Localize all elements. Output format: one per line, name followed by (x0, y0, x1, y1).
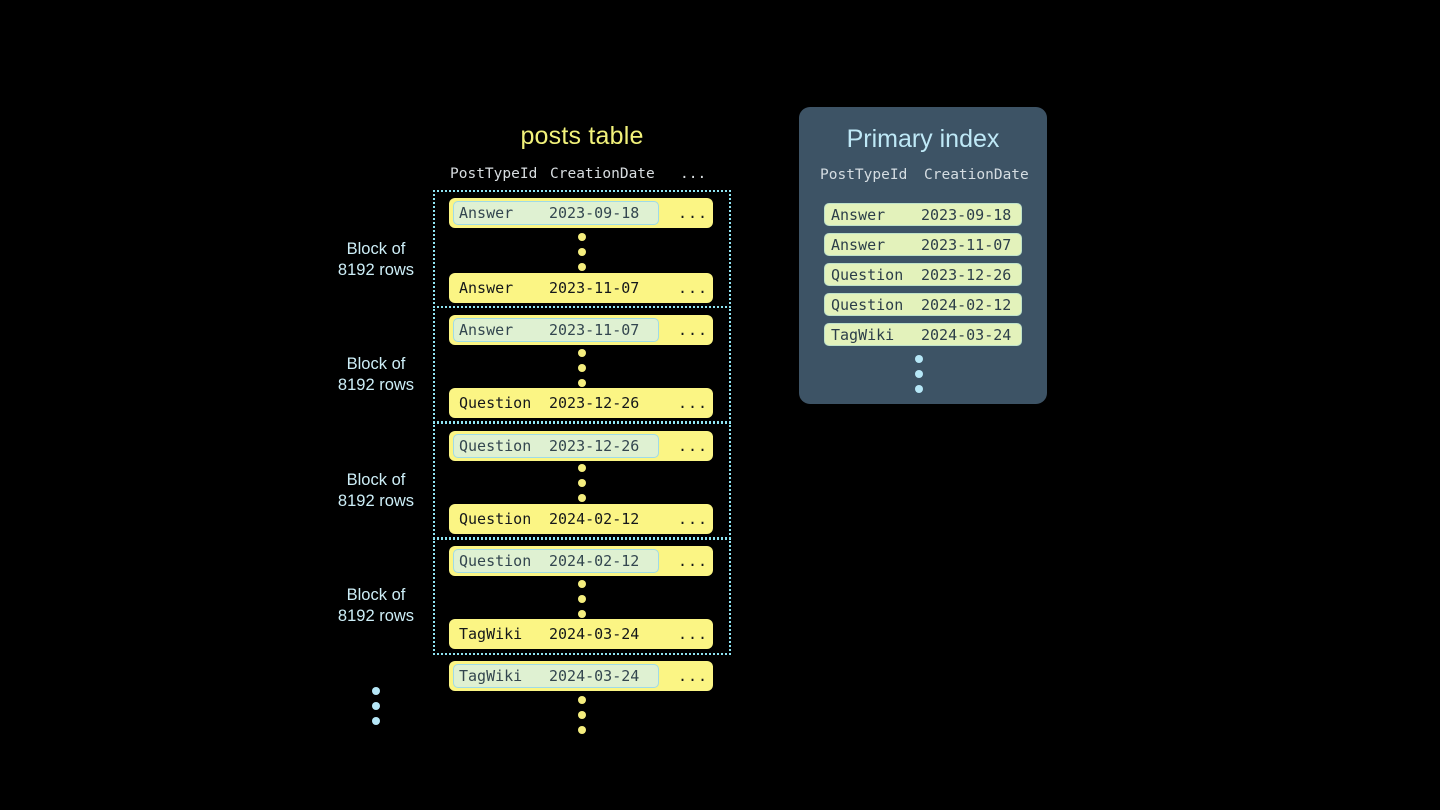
index-row: Answer 2023-11-07 (824, 233, 1022, 256)
row-highlight-box (453, 318, 659, 342)
row-highlight-box (453, 664, 659, 688)
index-row-posttypeid: Answer (831, 206, 886, 224)
row-highlight-box (453, 201, 659, 225)
row-creationdate: 2024-02-12 (549, 552, 640, 570)
row-posttypeid: Question (459, 552, 532, 570)
row-creationdate: 2024-02-12 (549, 510, 640, 528)
row-ellipsis: ... (678, 625, 709, 643)
table-row-trailing: TagWiki 2024-03-24 ... (449, 661, 713, 691)
index-row-posttypeid: Answer (831, 236, 886, 254)
row-ellipsis: ... (678, 667, 709, 685)
row-highlight-box (453, 549, 659, 573)
index-row: TagWiki 2024-03-24 (824, 323, 1022, 346)
index-row: Question 2023-12-26 (824, 263, 1022, 286)
column-header-ellipsis: ... (680, 166, 707, 182)
row-gap-dots (577, 580, 586, 618)
table-row: Question 2023-12-26 ... (449, 431, 713, 461)
block-4-label: Block of 8192 rows (337, 586, 415, 625)
row-ellipsis: ... (678, 321, 709, 339)
block-1-label: Block of 8192 rows (337, 240, 415, 279)
index-column-header-creationdate: CreationDate (924, 167, 1029, 183)
column-header-creationdate: CreationDate (550, 166, 655, 182)
row-posttypeid: Question (459, 437, 532, 455)
row-creationdate: 2023-11-07 (549, 321, 640, 339)
index-row-creationdate: 2023-11-07 (921, 236, 1012, 254)
index-row-creationdate: 2023-09-18 (921, 206, 1012, 224)
table-row: Question 2024-02-12 ... (449, 504, 713, 534)
table-row: Answer 2023-09-18 ... (449, 198, 713, 228)
posts-table-title: posts table (520, 122, 644, 150)
row-ellipsis: ... (678, 394, 709, 412)
row-creationdate: 2024-03-24 (549, 625, 640, 643)
index-row-creationdate: 2024-03-24 (921, 326, 1012, 344)
block-2-label: Block of 8192 rows (337, 355, 415, 394)
row-posttypeid: TagWiki (459, 667, 523, 685)
row-creationdate: 2023-09-18 (549, 204, 640, 222)
index-row-posttypeid: Question (831, 266, 904, 284)
block-4 (433, 538, 731, 655)
row-posttypeid: Answer (459, 279, 514, 297)
row-ellipsis: ... (678, 437, 709, 455)
primary-index-column-headers: PostTypeId CreationDate (799, 167, 1047, 187)
block-continuation-dots (371, 687, 380, 725)
primary-index-panel: Primary index PostTypeId CreationDate An… (799, 107, 1047, 404)
row-ellipsis: ... (678, 204, 709, 222)
table-row: Answer 2023-11-07 ... (449, 273, 713, 303)
column-header-posttypeid: PostTypeId (450, 166, 538, 182)
primary-index-title: Primary index (846, 125, 1000, 153)
row-gap-dots (577, 464, 586, 502)
index-row-creationdate: 2024-02-12 (921, 296, 1012, 314)
index-continuation-dots (914, 355, 923, 393)
row-posttypeid: Question (459, 510, 532, 528)
index-row-creationdate: 2023-12-26 (921, 266, 1012, 284)
posts-table-column-headers: PostTypeId CreationDate ... (432, 166, 732, 186)
row-highlight-box (453, 434, 659, 458)
row-creationdate: 2023-12-26 (549, 437, 640, 455)
row-posttypeid: TagWiki (459, 625, 523, 643)
index-row: Question 2024-02-12 (824, 293, 1022, 316)
row-ellipsis: ... (678, 279, 709, 297)
table-row: TagWiki 2024-03-24 ... (449, 619, 713, 649)
index-row-posttypeid: Question (831, 296, 904, 314)
table-row: Answer 2023-11-07 ... (449, 315, 713, 345)
row-gap-dots (577, 349, 586, 387)
block-3-label: Block of 8192 rows (337, 471, 415, 510)
table-row: Question 2023-12-26 ... (449, 388, 713, 418)
index-column-header-posttypeid: PostTypeId (820, 167, 908, 183)
row-creationdate: 2023-11-07 (549, 279, 640, 297)
row-creationdate: 2024-03-24 (549, 667, 640, 685)
index-row-posttypeid: TagWiki (831, 326, 895, 344)
row-ellipsis: ... (678, 552, 709, 570)
table-row: Question 2024-02-12 ... (449, 546, 713, 576)
index-row: Answer 2023-09-18 (824, 203, 1022, 226)
row-posttypeid: Answer (459, 204, 514, 222)
row-creationdate: 2023-12-26 (549, 394, 640, 412)
row-gap-dots (577, 233, 586, 271)
row-posttypeid: Answer (459, 321, 514, 339)
row-ellipsis: ... (678, 510, 709, 528)
table-continuation-dots (577, 696, 586, 734)
row-posttypeid: Question (459, 394, 532, 412)
